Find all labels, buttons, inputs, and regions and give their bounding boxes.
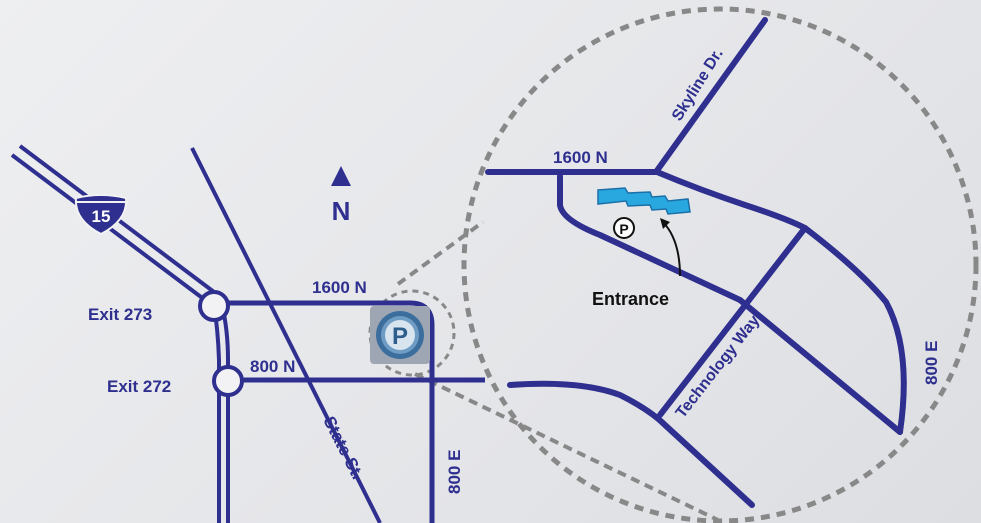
parking-badge-letter: P [392,323,408,350]
road-1600n-overview-label: 1600 N [312,278,367,297]
exit-273-label: Exit 273 [88,305,152,324]
interstate-shield-number: 15 [92,207,111,226]
loop-road [654,169,907,435]
technology-way-label: Technology Way [673,312,764,421]
entrance-arrow-icon [660,218,681,277]
campus-entry-road [557,173,903,435]
road-1600n-inset-label: 1600 N [553,148,608,167]
skyline-dr-road [653,17,768,175]
parking-badge-icon: P [370,306,430,364]
inset-roads [485,17,907,508]
north-label: N [332,196,351,226]
building-icon [597,187,691,215]
exit-272-label: Exit 272 [107,377,171,396]
inset-parking-icon [613,217,635,239]
exit-272-marker [212,365,244,397]
north-arrow-icon: N [331,166,351,226]
overview-zoom-circle [368,289,456,377]
exit-273-marker [198,290,230,322]
inset-parking-letter: P [619,221,628,237]
state-st-road [190,147,382,523]
entrance-label: Entrance [592,289,669,309]
state-st-label: State St. [319,413,367,482]
technology-way-road [657,225,808,418]
inset-circle [461,6,979,523]
road-800n-overview-label: 800 N [250,357,295,376]
freeway-vertical-inner [220,304,230,523]
callout-connector [396,220,719,522]
freeway-vertical [212,304,221,523]
interstate-shield-icon: 15 [74,194,128,236]
road-800e-overview-label: 800 E [445,450,464,494]
road-800e-inset-label: 800 E [922,341,941,385]
road-800n-inset [507,380,755,508]
